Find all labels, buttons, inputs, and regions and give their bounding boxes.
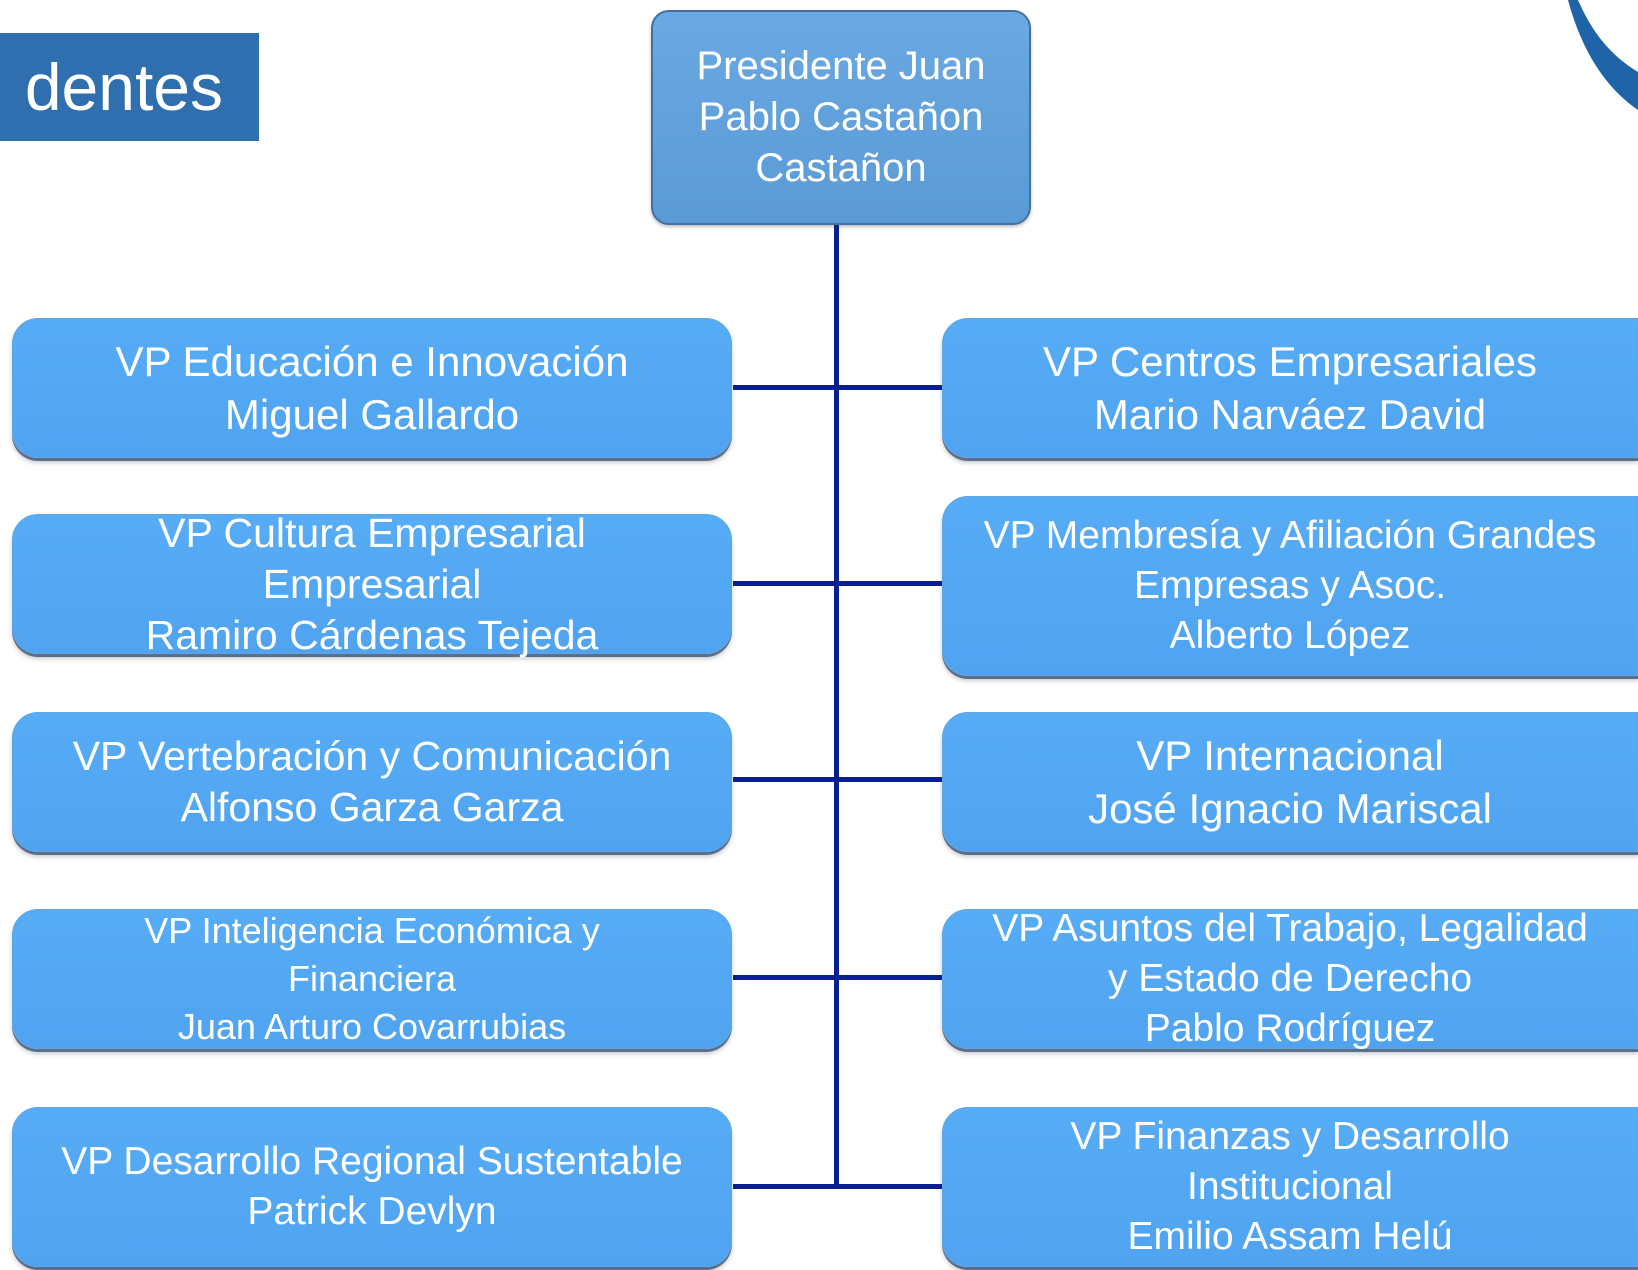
vp-title: VP Asuntos del Trabajo, Legalidad (992, 907, 1588, 950)
vp-holder: Miguel Gallardo (224, 391, 520, 438)
vp-holder: Juan Arturo Covarrubias (177, 1006, 567, 1047)
vp-node-internacional: VP Internacional José Ignacio Mariscal (942, 712, 1638, 852)
vp-node-membresia: VP Membresía y Afiliación Grandes Empres… (942, 496, 1638, 676)
vp-holder: Pablo Rodríguez (1144, 1007, 1436, 1050)
connector-left-5 (733, 1184, 836, 1189)
connector-left-3 (733, 777, 836, 782)
connector-right-1 (837, 385, 942, 390)
vp-title: VP Cultura Empresarial (158, 509, 586, 556)
vp-title: VP Desarrollo Regional Sustentable (61, 1140, 683, 1183)
vp-title: VP Finanzas y Desarrollo (1070, 1115, 1510, 1158)
vp-holder: Ramiro Cárdenas Tejeda (145, 611, 599, 658)
vp-node-finanzas: VP Finanzas y Desarrollo Institucional E… (942, 1107, 1638, 1267)
vp-title: VP Inteligencia Económica y (144, 910, 600, 951)
vp-title-continued: Empresas y Asoc. (1133, 564, 1447, 607)
connector-left-2 (733, 581, 836, 586)
vp-node-cultura: VP Cultura Empresarial Empresarial Ramir… (12, 510, 732, 658)
connector-right-2 (837, 581, 942, 586)
main-vertical-connector (834, 224, 839, 1189)
corner-logo-swoosh (1568, 0, 1638, 110)
connector-right-3 (837, 777, 942, 782)
connector-left-1 (733, 385, 836, 390)
vp-node-inteligencia: VP Inteligencia Económica y Financiera J… (12, 909, 732, 1049)
vp-title: VP Educación e Innovación (115, 338, 629, 385)
vp-holder: Mario Narváez David (1093, 391, 1487, 438)
president-line-3: Castañon (755, 146, 927, 190)
connector-right-5 (837, 1184, 942, 1189)
title-text: dentes (24, 50, 223, 124)
vp-node-asuntos-trabajo: VP Asuntos del Trabajo, Legalidad y Esta… (942, 907, 1638, 1050)
vp-title: VP Vertebración y Comunicación (72, 733, 672, 779)
title-banner: dentes (0, 33, 259, 141)
president-line-1: Presidente Juan (696, 44, 986, 88)
president-node: Presidente Juan Pablo Castañon Castañon (651, 10, 1031, 225)
vp-node-vertebracion: VP Vertebración y Comunicación Alfonso G… (12, 712, 732, 852)
vp-title: VP Internacional (1136, 732, 1444, 779)
vp-title-continued: Financiera (287, 958, 457, 999)
vp-title-continued: Empresarial (262, 560, 482, 607)
vp-title: VP Membresía y Afiliación Grandes (983, 514, 1597, 557)
vp-holder: Alberto López (1169, 614, 1411, 657)
vp-title-continued: Institucional (1187, 1165, 1393, 1208)
connector-right-4 (837, 975, 942, 980)
vp-title-continued: y Estado de Derecho (1107, 957, 1473, 1000)
vp-node-centros-empresariales: VP Centros Empresariales Mario Narváez D… (942, 318, 1638, 458)
vp-node-desarrollo-regional: VP Desarrollo Regional Sustentable Patri… (12, 1107, 732, 1267)
vp-holder: José Ignacio Mariscal (1088, 785, 1492, 832)
president-line-2: Pablo Castañon (698, 95, 984, 139)
connector-left-4 (733, 975, 836, 980)
vp-title: VP Centros Empresariales (1042, 338, 1538, 385)
vp-node-educacion: VP Educación e Innovación Miguel Gallard… (12, 318, 732, 458)
vp-holder: Patrick Devlyn (247, 1190, 497, 1233)
vp-holder: Alfonso Garza Garza (180, 784, 564, 830)
vp-holder: Emilio Assam Helú (1127, 1215, 1453, 1258)
